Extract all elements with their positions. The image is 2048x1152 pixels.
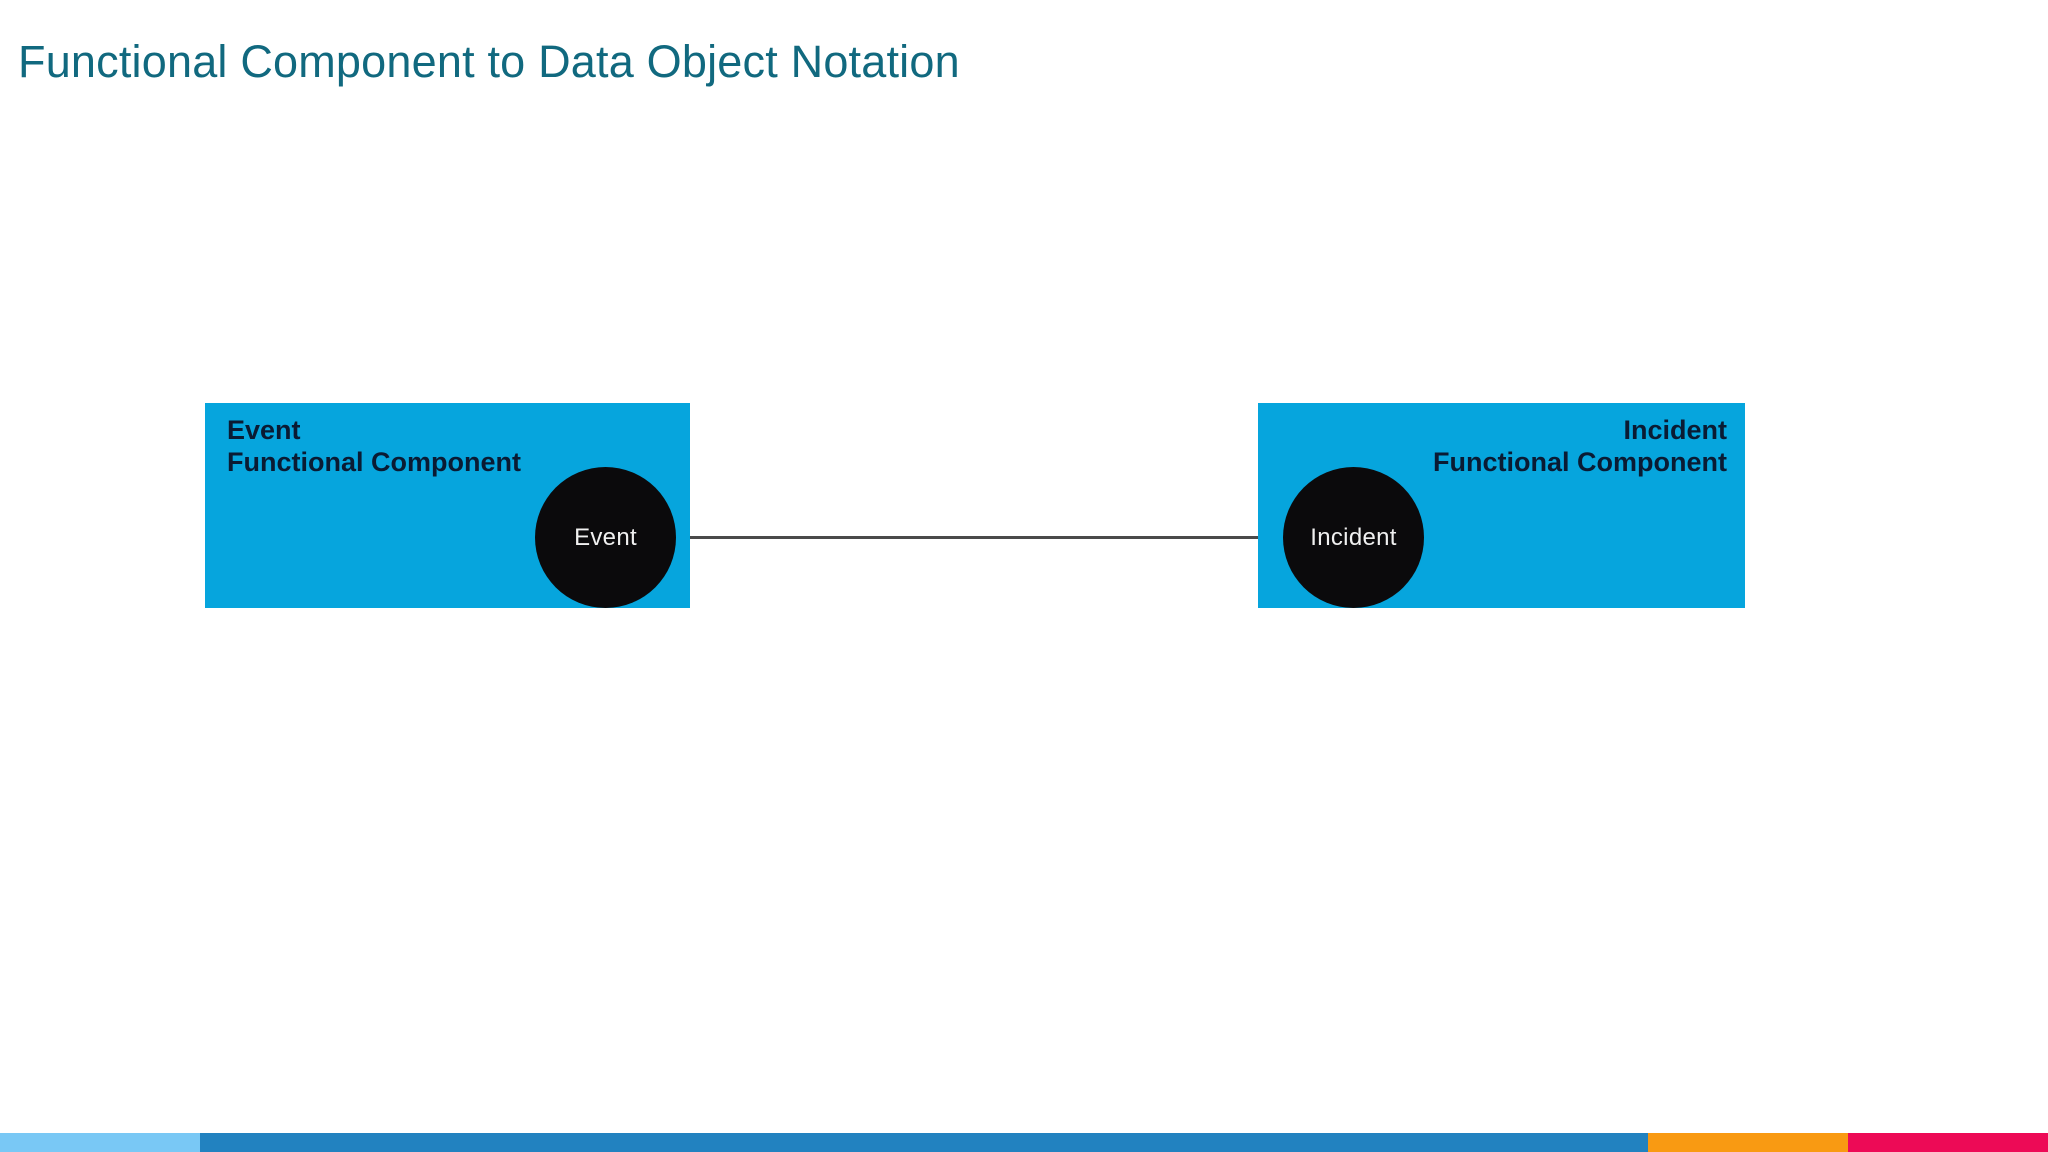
data-object-circle-incident[interactable]: Incident xyxy=(1283,467,1424,608)
functional-component-name-event: Event xyxy=(227,415,301,445)
functional-component-type-incident: Functional Component xyxy=(1433,446,1727,477)
accent-segment-pink xyxy=(1848,1133,2048,1152)
functional-component-type-event: Functional Component xyxy=(227,446,521,477)
data-object-circle-event[interactable]: Event xyxy=(535,467,676,608)
data-object-label-event: Event xyxy=(574,523,637,551)
functional-component-name-incident: Incident xyxy=(1623,415,1727,445)
footer-accent-bar xyxy=(0,1133,2048,1152)
accent-segment-orange xyxy=(1648,1133,1848,1152)
relationship-connector-line xyxy=(672,536,1286,539)
accent-segment-medium-blue xyxy=(200,1133,1648,1152)
functional-component-label-incident: Incident Functional Component xyxy=(1433,415,1727,478)
accent-segment-light-blue xyxy=(0,1133,200,1152)
page-title: Functional Component to Data Object Nota… xyxy=(18,36,960,87)
data-object-label-incident: Incident xyxy=(1310,523,1397,551)
functional-component-label-event: Event Functional Component xyxy=(227,415,521,478)
